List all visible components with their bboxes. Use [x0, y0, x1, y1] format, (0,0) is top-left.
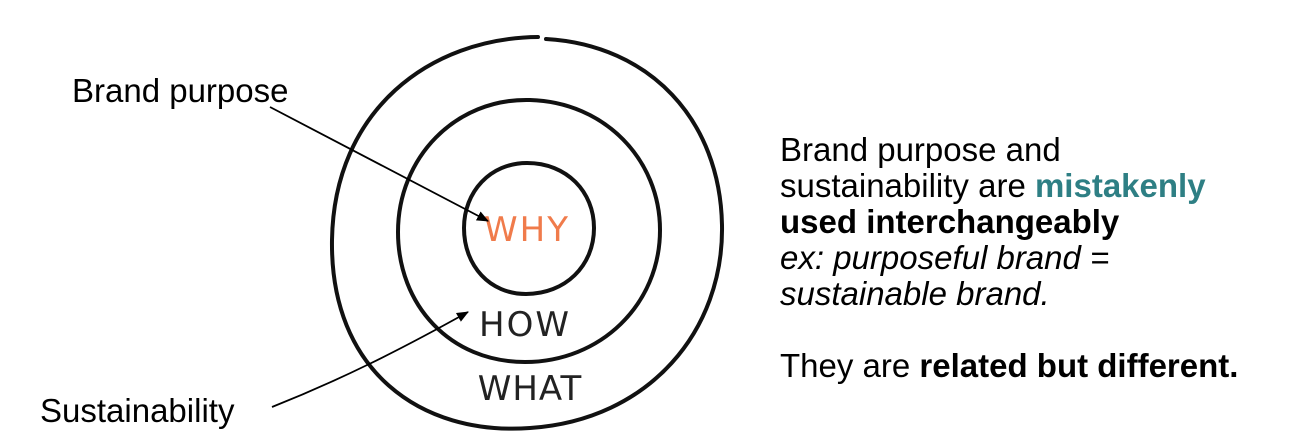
- brand-purpose-arrow: [269, 106, 489, 222]
- example-line-1: ex: purposeful brand =: [780, 239, 1110, 276]
- related-line: They are related but different.: [780, 348, 1280, 384]
- text-line-3: used interchangeably: [780, 204, 1280, 240]
- text-line-1: Brand purpose and: [780, 132, 1280, 168]
- brand-purpose-label: Brand purpose: [72, 72, 289, 109]
- example-line-2: sustainable brand.: [780, 275, 1050, 312]
- outer-ring: [329, 35, 725, 431]
- intro-text: Brand purpose and: [780, 131, 1061, 168]
- text-line-2: sustainability are mistakenly: [780, 168, 1280, 204]
- interchangeably-emphasis: used interchangeably: [780, 203, 1120, 240]
- why-word: WHY: [484, 210, 570, 250]
- mistakenly-emphasis: mistakenly: [1034, 167, 1206, 204]
- sustainability-label: Sustainability: [40, 392, 235, 429]
- sustainability-text: sustainability are: [780, 167, 1026, 204]
- related-emphasis: related but different.: [919, 347, 1239, 384]
- what-word: WHAT: [478, 369, 583, 409]
- inner-ring: [461, 160, 597, 297]
- explanation-text: Brand purpose and sustainability are mis…: [780, 132, 1280, 384]
- how-word: HOW: [479, 305, 571, 345]
- related-prefix: They are: [780, 347, 911, 384]
- golden-circle-diagram: WHY HOW WHAT: [269, 35, 725, 431]
- middle-ring: [395, 97, 663, 365]
- sustainability-arrow: [271, 311, 469, 408]
